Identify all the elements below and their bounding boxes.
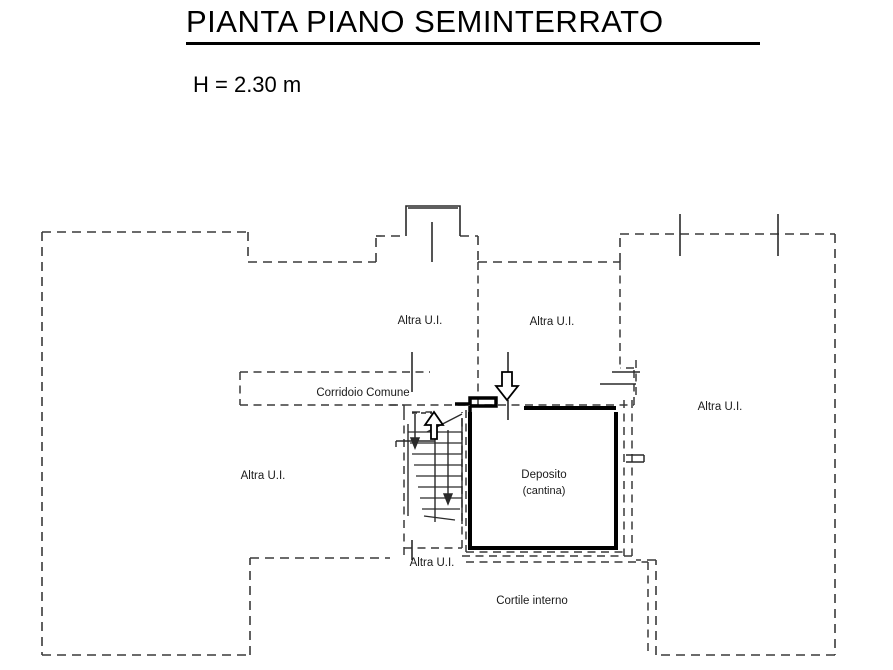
- label-deposito-qualifier: (cantina): [523, 485, 566, 497]
- internal-unit-divisions: [239, 262, 649, 655]
- label-altra-ui-top-right: Altra U.I.: [530, 316, 575, 328]
- stair-run-direction-line: [442, 430, 454, 506]
- page-title: PIANTA PIANO SEMINTERRATO: [186, 4, 664, 39]
- property-boundary-outline: [41, 231, 836, 656]
- stair-down-arrow-icon: [409, 414, 421, 451]
- label-corridoio-comune: Corridoio Comune: [316, 387, 409, 399]
- label-altra-ui-right: Altra U.I.: [698, 401, 743, 413]
- stair-up-arrow-icon: [423, 410, 445, 440]
- label-altra-ui-left: Altra U.I.: [241, 470, 286, 482]
- label-cortile-interno: Cortile interno: [496, 595, 568, 607]
- title-block: PIANTA PIANO SEMINTERRATO H = 2.30 m: [0, 0, 893, 120]
- stair-treads: [408, 431, 462, 510]
- ceiling-height-note: H = 2.30 m: [193, 72, 302, 97]
- label-altra-ui-bottom: Altra U.I.: [410, 557, 455, 569]
- wall-stubs: [600, 371, 645, 463]
- boundary-tick-marks: [411, 214, 779, 560]
- deposito-entrance-arrow-icon: [494, 371, 520, 402]
- stair-landing-wall: [455, 396, 498, 412]
- label-deposito-name: Deposito: [521, 469, 566, 481]
- label-altra-ui-top-left: Altra U.I.: [398, 315, 443, 327]
- staircase: [395, 412, 463, 524]
- deposito-room-walls: [468, 412, 618, 550]
- title-underline-rule: [186, 42, 760, 45]
- top-entrance-projection: [405, 205, 461, 236]
